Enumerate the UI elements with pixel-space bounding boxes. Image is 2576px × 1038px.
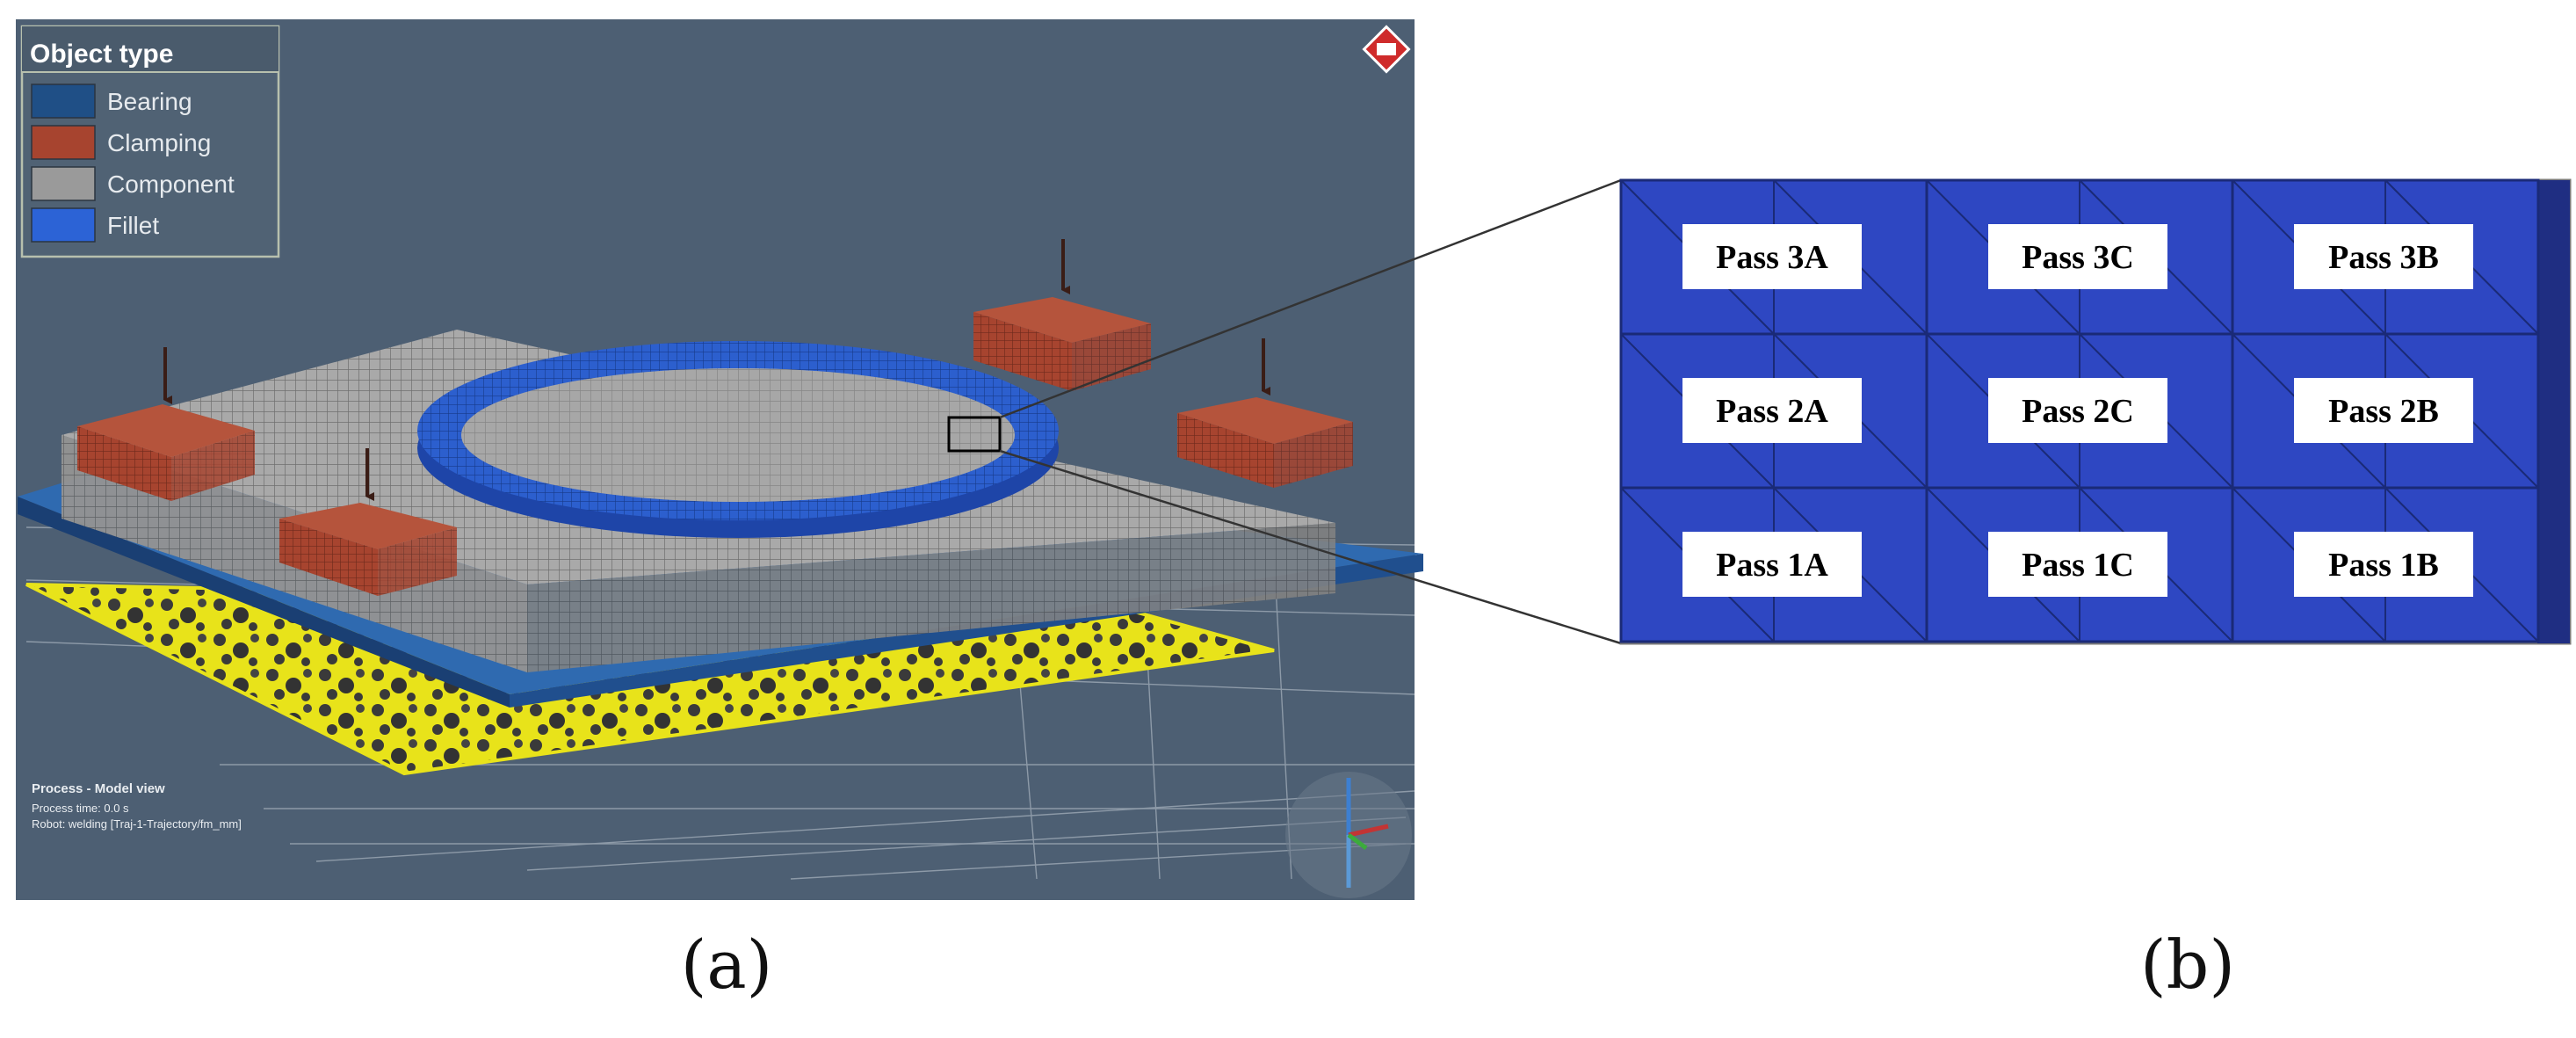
zoom-connector-bottom [999, 449, 1622, 645]
legend-label-clamping: Clamping [107, 129, 211, 156]
caption-a: (a) [680, 925, 773, 1004]
object-type-legend: Object type BearingClampingComponentFill… [20, 25, 280, 258]
pass-detail-panel: Pass 3A Pass 3C Pass 3B Pass 2A Pass 2C Pass … [1619, 178, 2572, 645]
pass-label-box [1682, 378, 1862, 443]
pass-label-box [1988, 224, 2167, 289]
legend-swatch-bearing [31, 83, 96, 119]
clamp-1 [77, 347, 255, 501]
component-side [527, 523, 1335, 672]
process-info-title: Process - Model view [32, 781, 165, 796]
legend-title: Object type [30, 40, 173, 69]
pass-label: Pass 1C [2022, 547, 2134, 584]
pass-label-box [1988, 378, 2167, 443]
legend-swatch-clamping [31, 125, 96, 160]
legend-label-fillet: Fillet [107, 212, 159, 239]
legend-swatch-fillet [31, 207, 96, 243]
legend-label-bearing: Bearing [107, 88, 192, 115]
pass-label-box [2294, 224, 2473, 289]
zoom-connector-top [999, 178, 1622, 419]
pass-label: Pass 3C [2022, 239, 2134, 276]
pass-label: Pass 2B [2328, 393, 2439, 430]
process-time: Process time: 0.0 s [32, 802, 129, 815]
axis-gizmo[interactable] [1285, 772, 1412, 898]
pass-label: Pass 3A [1716, 239, 1828, 276]
pass-label-box [2294, 378, 2473, 443]
pass-label-box [1682, 532, 1862, 597]
pass-label: Pass 1B [2328, 547, 2439, 584]
caption-b: (b) [2140, 925, 2235, 1004]
process-info: Process - Model view Process time: 0.0 s… [32, 781, 242, 831]
legend-swatch-component [31, 166, 96, 201]
pass-label-box [2294, 532, 2473, 597]
pass-label: Pass 2A [1716, 393, 1828, 430]
legend-label-component: Component [107, 171, 235, 198]
clamp-3 [973, 239, 1151, 391]
pass-label-box [1682, 224, 1862, 289]
pass-label: Pass 3B [2328, 239, 2439, 276]
bearing-plate-front [18, 497, 510, 708]
app-logo [1362, 25, 1411, 74]
robot-status: Robot: welding [Traj-1-Trajectory/fm_mm] [32, 817, 242, 831]
clamp-4 [1177, 338, 1353, 488]
pass-label-box [1988, 532, 2167, 597]
fillet-ring [417, 341, 1059, 538]
pass-label: Pass 2C [2022, 393, 2134, 430]
clamp-2 [279, 448, 457, 596]
pass-label: Pass 1A [1716, 547, 1828, 584]
zoom-region-marker [947, 416, 1002, 453]
